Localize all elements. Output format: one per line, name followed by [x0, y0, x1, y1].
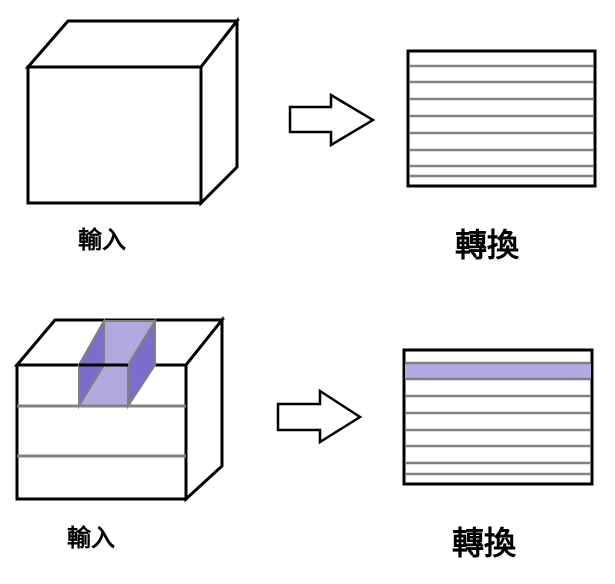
highlighted-slice-row	[405, 363, 591, 378]
bottom-cube-slice-lines	[17, 404, 186, 458]
bottom-input-label: 輸入	[67, 524, 115, 552]
top-slice-lines	[409, 64, 594, 178]
bottom-horizontal-slices-icon	[402, 348, 594, 486]
top-input-label: 輸入	[78, 226, 126, 254]
bottom-output-label: 轉換	[452, 524, 517, 562]
bottom-slice-lines	[405, 361, 591, 476]
bottom-input-cube	[13, 315, 226, 503]
top-horizontal-slices-icon	[406, 49, 597, 188]
top-hollow-arrow-right-icon	[288, 92, 376, 148]
top-cube-front-face	[26, 65, 203, 205]
top-input-cube	[24, 16, 241, 207]
highlighted-block	[77, 317, 157, 410]
top-slices-frame	[406, 49, 597, 188]
top-output-label: 轉換	[455, 226, 520, 264]
bottom-hollow-arrow-right-icon	[276, 388, 363, 445]
